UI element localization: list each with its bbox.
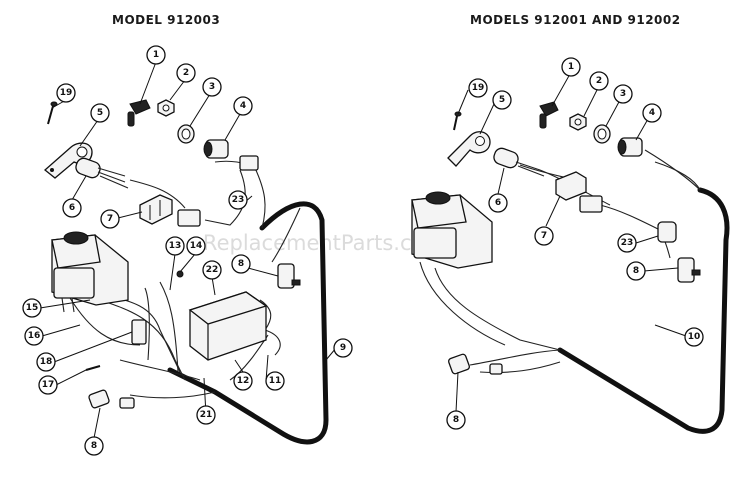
callout-8-left-lower: 8 xyxy=(91,441,97,451)
toggle-switch-8-right-lower-part xyxy=(448,353,503,375)
terminal-14-part xyxy=(176,270,184,278)
motor-assembly-part xyxy=(51,231,129,313)
callout-18-left: 18 xyxy=(40,357,53,367)
callout-15-left: 15 xyxy=(26,303,39,313)
callout-3-right: 3 xyxy=(620,89,626,99)
toggle-switch-8-lower-part xyxy=(88,389,135,409)
switch-4-part xyxy=(203,139,259,171)
right-main-harness xyxy=(557,187,730,434)
callout-8-right-lower: 8 xyxy=(453,415,459,425)
connector-block-part xyxy=(177,209,201,227)
callout-11-left: 11 xyxy=(269,376,282,386)
callout-17-left: 17 xyxy=(42,380,55,390)
control-box-22-part xyxy=(188,291,268,361)
connector-6-right-part xyxy=(493,147,519,169)
terminal-block-7-part xyxy=(139,194,173,225)
callout-2-right: 2 xyxy=(596,76,602,86)
connector-6-part xyxy=(75,157,129,189)
screw-17-part xyxy=(85,365,101,371)
callout-23-left: 23 xyxy=(232,195,245,205)
left-model-title: MODEL 912003 xyxy=(112,13,220,27)
callout-3-left: 3 xyxy=(209,82,215,92)
callout-10-right: 10 xyxy=(688,332,701,342)
clip-1-part xyxy=(127,99,151,127)
callout-4-left: 4 xyxy=(240,101,246,111)
right-assembly: 1 2 3 4 5 6 7 8 8 10 19 23 xyxy=(411,57,730,434)
toggle-switch-8-right-upper-part xyxy=(677,257,701,283)
callout-7-left: 7 xyxy=(107,214,113,224)
component-23-right-part xyxy=(657,221,677,243)
terminal-block-7-right-part xyxy=(555,171,587,201)
motor-assembly-right-part xyxy=(411,191,493,269)
callout-22-left: 22 xyxy=(206,265,219,275)
callout-6-left: 6 xyxy=(69,203,75,213)
callout-5-left: 5 xyxy=(97,108,103,118)
callout-16-left: 16 xyxy=(28,331,41,341)
callout-4-right: 4 xyxy=(649,108,655,118)
clip-1-right-part xyxy=(539,101,559,117)
screw-19-right-part xyxy=(453,115,458,131)
left-callouts: 1 2 3 4 5 6 7 8 9 11 12 13 14 15 16 17 1… xyxy=(22,45,353,456)
left-assembly: 1 2 3 4 5 6 7 8 9 11 12 13 14 15 16 17 1… xyxy=(22,45,353,456)
callout-19-right: 19 xyxy=(472,83,485,93)
callout-9-left: 9 xyxy=(340,343,346,353)
connector-block-right-part xyxy=(579,195,603,213)
callout-8-right-upper: 8 xyxy=(633,266,639,276)
relay-18-part xyxy=(131,319,147,345)
callout-19-left: 19 xyxy=(60,88,73,98)
callout-21-left: 21 xyxy=(200,410,213,420)
right-callouts: 1 2 3 4 5 6 7 8 8 10 19 23 xyxy=(446,57,704,430)
callout-1-right: 1 xyxy=(568,62,574,72)
callout-1-left: 1 xyxy=(153,50,159,60)
right-model-title: MODELS 912001 AND 912002 xyxy=(470,13,681,27)
callout-14-left: 14 xyxy=(190,241,203,251)
toggle-switch-8-upper-part xyxy=(277,263,301,289)
callout-12-left: 12 xyxy=(237,376,250,386)
callout-2-left: 2 xyxy=(183,68,189,78)
callout-5-right: 5 xyxy=(499,95,505,105)
screw-19-part xyxy=(47,101,58,125)
callout-13-left: 13 xyxy=(169,241,182,251)
watermark-text: eReplacementParts.com xyxy=(190,231,445,255)
left-main-harness xyxy=(167,201,329,445)
callout-7-right: 7 xyxy=(541,231,547,241)
callout-6-right: 6 xyxy=(495,198,501,208)
clamp-5-right-part xyxy=(447,131,491,167)
callout-23-right: 23 xyxy=(621,238,634,248)
callout-8-left-upper: 8 xyxy=(238,259,244,269)
